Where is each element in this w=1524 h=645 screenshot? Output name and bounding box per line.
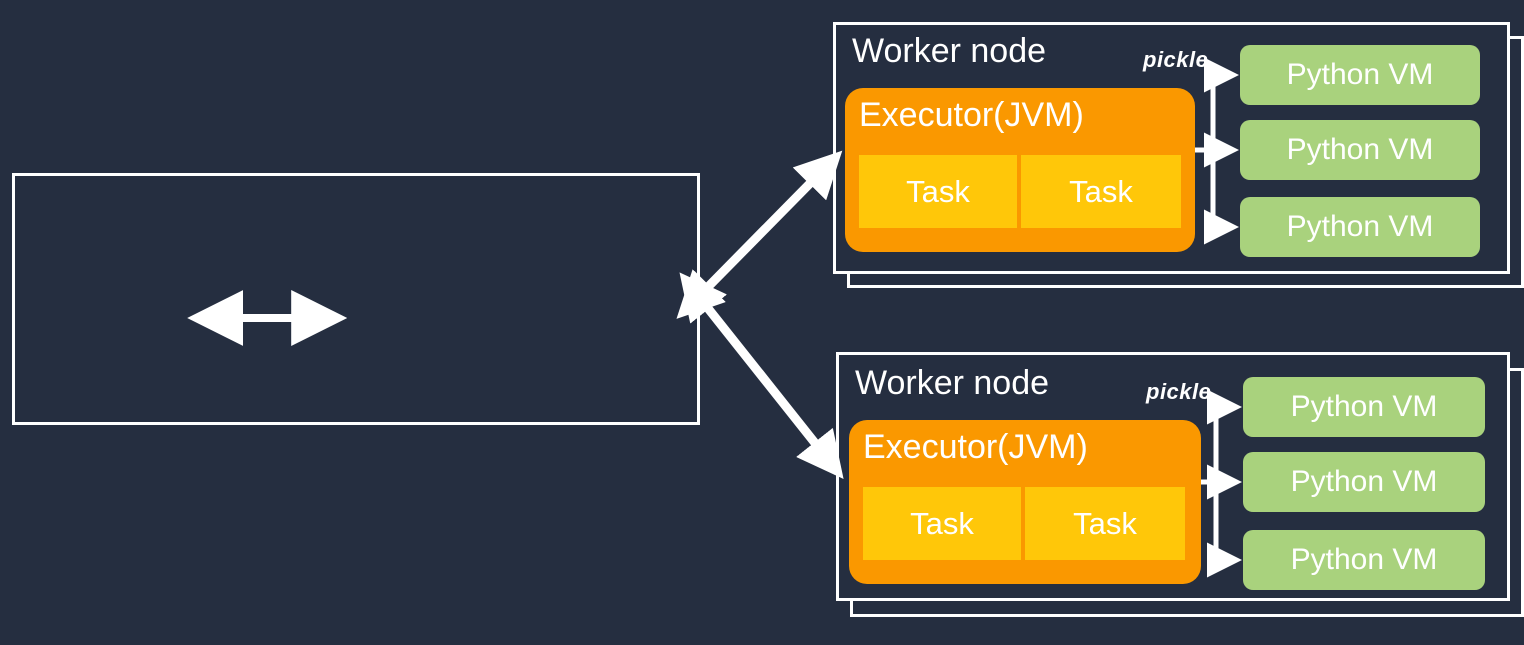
- driver-to-worker-2-arrow: [679, 272, 844, 480]
- task-label: Task: [910, 506, 974, 541]
- python-vm-label: Python VM: [1286, 58, 1434, 91]
- pickle-label-1: pickle: [1143, 47, 1209, 72]
- executor-jvm-1-box[interactable]: Executor(JVM) Task Task: [845, 88, 1195, 252]
- python-vm-label: Python VM: [1290, 465, 1438, 498]
- python-vm-2-2[interactable]: Python VM: [1243, 452, 1485, 512]
- python-vm-1-1[interactable]: Python VM: [1240, 45, 1480, 105]
- executor-jvm-1-title: Executor(JVM): [859, 96, 1084, 134]
- python-vm-label: Python VM: [1290, 390, 1438, 423]
- python-vm-label: Python VM: [1286, 133, 1434, 166]
- task-label: Task: [1069, 174, 1133, 209]
- executor-jvm-1-task-1[interactable]: Task: [859, 155, 1017, 228]
- worker-node-2-title: Worker node: [855, 364, 1050, 402]
- executor-jvm-2-task-2[interactable]: Task: [1025, 487, 1185, 560]
- task-label: Task: [1073, 506, 1137, 541]
- python-vm-1-3[interactable]: Python VM: [1240, 197, 1480, 257]
- driver-to-worker-1-arrow: [676, 150, 843, 319]
- python-vm-label: Python VM: [1286, 210, 1434, 243]
- python-vm-1-2[interactable]: Python VM: [1240, 120, 1480, 180]
- executor-jvm-2-task-1[interactable]: Task: [863, 487, 1021, 560]
- worker-node-1-title: Worker node: [852, 32, 1047, 70]
- pickle-label-2: pickle: [1146, 379, 1212, 404]
- python-vm-label: Python VM: [1290, 543, 1438, 576]
- executor-jvm-1-task-2[interactable]: Task: [1021, 155, 1181, 228]
- executor-jvm-2-title: Executor(JVM): [863, 428, 1088, 466]
- task-label: Task: [906, 174, 970, 209]
- executor-jvm-2-box[interactable]: Executor(JVM) Task Task: [849, 420, 1201, 584]
- python-vm-2-3[interactable]: Python VM: [1243, 530, 1485, 590]
- driver-worker-node-card: [12, 173, 700, 425]
- python-vm-2-1[interactable]: Python VM: [1243, 377, 1485, 437]
